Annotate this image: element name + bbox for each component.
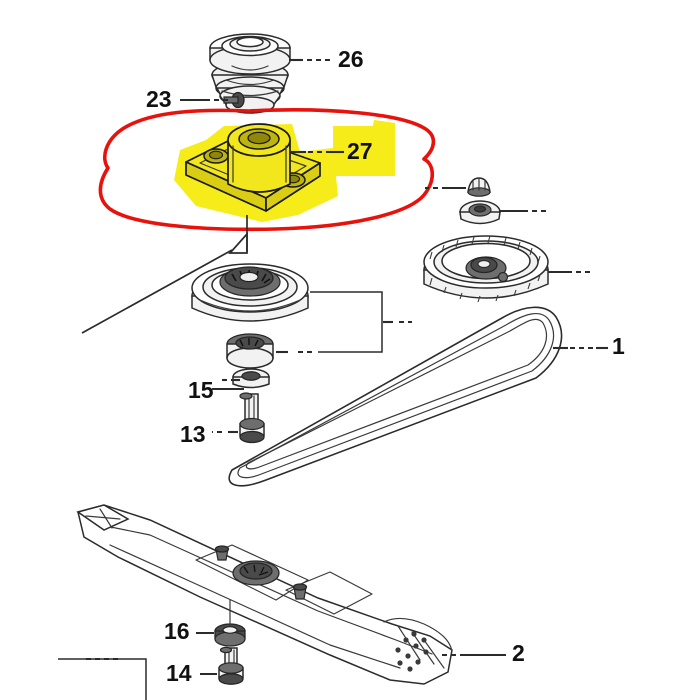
callout-label-13: 13	[180, 421, 206, 447]
callout-label-16: 16	[164, 618, 190, 644]
part-14-blade-bolt	[218, 646, 244, 685]
part-drive-pulley	[191, 263, 309, 322]
part-hex-nut	[459, 200, 501, 225]
part-2-cutter-blade	[76, 504, 453, 685]
part-23-bolt-small	[223, 91, 245, 109]
bracket-pulley-collar	[276, 291, 412, 354]
part-13-flange-bolt	[239, 392, 265, 444]
callout-label-27: 27	[347, 138, 373, 164]
callout-label-1: 1	[612, 333, 625, 359]
red-annotation-ellipse	[98, 108, 436, 232]
callout-label-2: 2	[512, 640, 525, 666]
part-27-blade-holder-bracket	[185, 123, 321, 212]
part-1-drive-belt	[228, 306, 563, 487]
callout-label-23: 23	[146, 86, 172, 112]
bottom-left-bracket-line	[58, 657, 147, 700]
part-16-blade-washer	[214, 599, 246, 647]
pointer-27-origin	[81, 215, 248, 334]
part-15-washer	[232, 368, 270, 389]
callout-label-26: 26	[338, 46, 364, 72]
part-dome-nut	[467, 177, 491, 197]
callout-label-14: 14	[166, 660, 192, 686]
part-spacer-collar	[226, 333, 274, 369]
callout-label-15: 15	[188, 377, 214, 403]
part-26-pulley-spacer-collar	[209, 33, 291, 114]
part-driven-pulley	[423, 235, 549, 303]
